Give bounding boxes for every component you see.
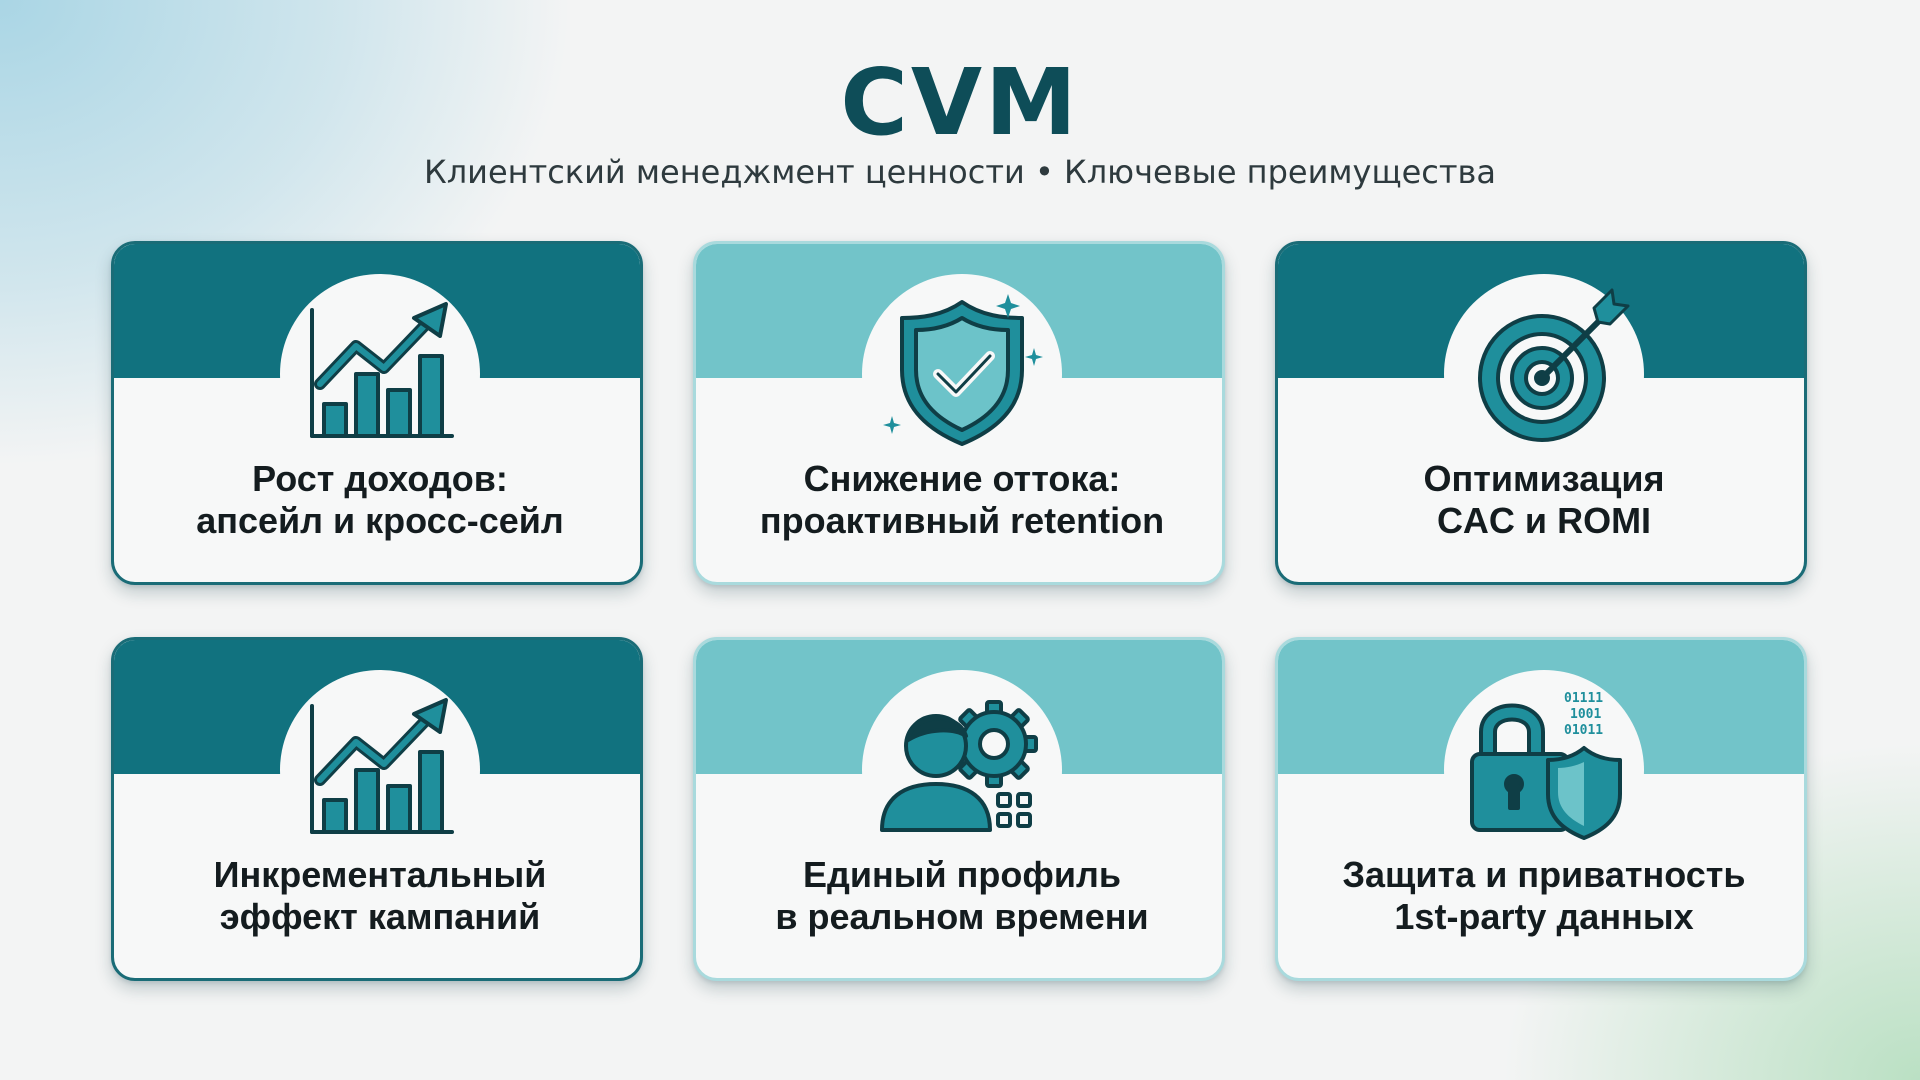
- card-label: Защита и приватность 1st-party данных: [1294, 854, 1794, 938]
- card-label-line-1: Защита и приватность: [1342, 854, 1746, 895]
- target-arrow-icon: [1444, 274, 1644, 474]
- card-label-line-2: в реальном времени: [775, 896, 1149, 937]
- card-label-line-1: Рост доходов:: [252, 458, 508, 499]
- benefit-card-data-privacy: 01111 1001 01011 Защита и приватность 1s…: [1275, 637, 1807, 981]
- benefit-card-incremental-effect: Инкрементальный эффект кампаний: [111, 637, 643, 981]
- binary-row-1: 01111: [1564, 691, 1603, 706]
- card-label: Единый профиль в реальном времени: [712, 854, 1212, 938]
- card-label-line-2: проактивный retention: [759, 500, 1165, 541]
- user-gear-icon: [862, 670, 1062, 870]
- card-label: Инкрементальный эффект кампаний: [130, 854, 630, 938]
- card-label-line-1: Оптимизация: [1423, 458, 1665, 499]
- benefit-card-cac-romi: Оптимизация CAC и ROMI: [1275, 241, 1807, 585]
- card-label-line-2: 1st-party данных: [1394, 896, 1694, 937]
- card-label: Снижение оттока: проактивный retention: [712, 458, 1212, 542]
- binary-row-2: 1001: [1570, 707, 1601, 722]
- growth-chart-icon: [280, 274, 480, 474]
- card-label-line-2: эффект кампаний: [219, 896, 541, 937]
- shield-check-icon: [862, 274, 1062, 474]
- page-title: CVM: [840, 49, 1080, 156]
- card-label-line-2: CAC и ROMI: [1436, 500, 1652, 541]
- card-label-line-1: Инкрементальный: [213, 854, 547, 895]
- growth-chart-icon: [280, 670, 480, 870]
- card-label-line-1: Снижение оттока:: [803, 458, 1121, 499]
- binary-row-3: 01011: [1564, 723, 1603, 738]
- benefit-card-revenue-growth: Рост доходов: апсейл и кросс-сейл: [111, 241, 643, 585]
- card-label: Оптимизация CAC и ROMI: [1294, 458, 1794, 542]
- card-label: Рост доходов: апсейл и кросс-сейл: [130, 458, 630, 542]
- page-subtitle: Клиентский менеджмент ценности • Ключевы…: [423, 153, 1496, 191]
- benefit-card-unified-profile: Единый профиль в реальном времени: [693, 637, 1225, 981]
- benefit-card-churn-reduction: Снижение оттока: проактивный retention: [693, 241, 1225, 585]
- lock-shield-icon: 01111 1001 01011: [1444, 670, 1644, 870]
- card-label-line-2: апсейл и кросс-сейл: [196, 500, 564, 541]
- card-label-line-1: Единый профиль: [803, 854, 1121, 895]
